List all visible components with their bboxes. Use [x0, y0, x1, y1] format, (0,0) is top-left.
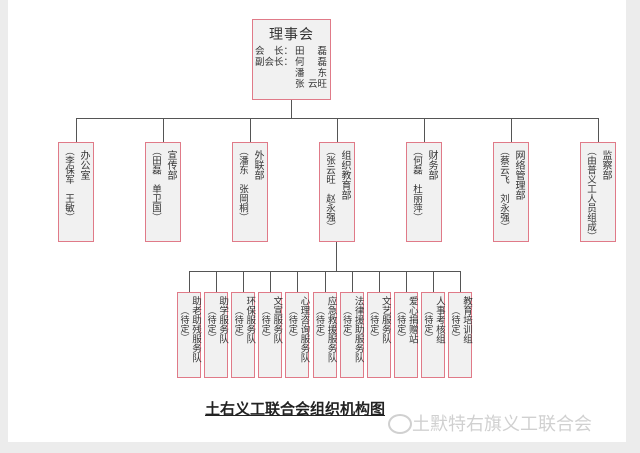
- department-name: 网络管理部: [513, 150, 524, 200]
- team-name: 应急救援服务队: [325, 296, 337, 363]
- connector-line: [270, 271, 272, 292]
- department-name: 组织教育部: [339, 150, 350, 200]
- department-box: 宣传部 （田磊 单卫国）: [145, 142, 181, 242]
- member-role: [255, 68, 295, 79]
- department-box: 办公室 （李保军 王敏）: [58, 142, 94, 242]
- team-people: （待定）: [341, 306, 352, 342]
- team-box: 助老助残服务队 （待定）: [177, 292, 201, 378]
- team-box: 人事考核组 （待定）: [420, 292, 445, 378]
- department-people: （由普义工人员组成）: [585, 146, 596, 241]
- team-people: （待定）: [232, 306, 243, 342]
- team-people: （待定）: [286, 306, 297, 342]
- team-box: 法律援助服务队 （待定）: [339, 292, 364, 378]
- connector-line: [432, 271, 434, 292]
- team-box: 教育培训组 （待定）: [448, 292, 472, 378]
- connector-line: [598, 118, 599, 142]
- team-box: 心理咨询服务队 （待定）: [285, 292, 310, 378]
- team-name: 助老助残服务队: [190, 296, 201, 363]
- chart-caption: 土右义工联合会组织机构图: [205, 400, 386, 418]
- member-role: 会 长：: [255, 46, 294, 57]
- connector-line: [297, 271, 299, 292]
- team-name: 教育培训组: [461, 296, 472, 344]
- connector-line: [163, 118, 164, 142]
- team-people: （待定）: [259, 306, 270, 342]
- department-box: 组织教育部 （张云旺 赵永强）: [319, 142, 355, 242]
- team-box: 助学服务队 （待定）: [204, 292, 229, 378]
- team-box: 环保服务队 （待定）: [231, 292, 256, 378]
- team-name: 助学服务队: [217, 296, 229, 344]
- team-name: 环保服务队: [244, 296, 256, 344]
- department-name: 财务部: [426, 150, 437, 180]
- member-given-name: 东: [317, 68, 327, 79]
- team-people: （待定）: [449, 306, 460, 342]
- department-people: （蔡云飞 刘永强）: [498, 146, 509, 232]
- connector-line: [250, 118, 251, 142]
- council-box: 理事会 会 长： 田磊 副会长： 何磊 潘东 张云旺: [252, 19, 331, 100]
- department-people: （田磊 单卫国）: [150, 146, 161, 222]
- department-box: 网络管理部 （蔡云飞 刘永强）: [493, 142, 529, 242]
- council-member: 张云旺: [253, 79, 330, 90]
- team-box: 应急救援服务队 （待定）: [312, 292, 337, 378]
- department-name: 办公室: [78, 150, 89, 180]
- team-people: （待定）: [314, 306, 324, 342]
- team-name: 爱心捐赠站: [406, 296, 418, 344]
- member-role: [255, 79, 295, 90]
- council-title: 理事会: [269, 27, 314, 43]
- team-box: 文宣服务队 （待定）: [258, 292, 283, 378]
- member-given-name: 云旺: [307, 79, 327, 90]
- member-surname: 张: [295, 79, 305, 90]
- department-name: 监察部: [600, 150, 611, 180]
- team-name: 文艺服务队: [379, 296, 391, 344]
- department-box: 监察部 （由普义工人员组成）: [580, 142, 616, 242]
- watermark: 土默特右旗义工联合会: [412, 414, 592, 435]
- wechat-icon: [388, 414, 412, 434]
- connector-line: [460, 271, 461, 292]
- member-given-name: 磊: [317, 57, 327, 68]
- team-name: 文宣服务队: [271, 296, 283, 344]
- team-box: 爱心捐赠站 （待定）: [393, 292, 418, 378]
- team-people: （待定）: [422, 306, 433, 342]
- council-member: 会 长： 田 磊: [253, 46, 330, 57]
- connector-line: [424, 118, 425, 142]
- connector-line: [216, 271, 218, 292]
- member-given-name: 磊: [317, 46, 327, 57]
- council-member: 潘东: [253, 68, 330, 79]
- department-name: 外联部: [252, 150, 263, 180]
- connector-line: [405, 271, 407, 292]
- connector-line: [511, 118, 512, 142]
- connector-line: [324, 271, 326, 292]
- team-name: 法律援助服务队: [352, 296, 364, 363]
- team-people: （待定）: [368, 306, 379, 342]
- connector-line: [351, 271, 353, 292]
- team-people: （待定）: [178, 306, 189, 342]
- connector-line: [337, 118, 338, 142]
- department-people: （何磊 杜丽萍）: [411, 146, 422, 222]
- connector-line: [76, 118, 77, 142]
- department-box: 外联部 （潘东 张岡桐）: [232, 142, 268, 242]
- connector-line: [378, 271, 380, 292]
- department-people: （潘东 张岡桐）: [237, 146, 248, 222]
- department-box: 财务部 （何磊 杜丽萍）: [406, 142, 442, 242]
- council-member: 副会长： 何 磊: [253, 57, 330, 68]
- member-surname: 何: [295, 57, 305, 68]
- connector-line: [243, 271, 245, 292]
- department-people: （李保军 王敏）: [63, 146, 74, 222]
- department-name: 宣传部: [165, 150, 176, 180]
- team-name: 人事考核组: [433, 296, 445, 344]
- department-people: （张云旺 赵永强）: [324, 146, 335, 232]
- member-role: 副会长：: [255, 57, 294, 68]
- team-people: （待定）: [205, 306, 216, 342]
- team-people: （待定）: [395, 306, 406, 342]
- member-surname: 潘: [295, 68, 305, 79]
- team-box: 文艺服务队 （待定）: [366, 292, 391, 378]
- connector-line: [291, 100, 292, 118]
- council-members: 会 长： 田磊 副会长： 何磊 潘东 张云旺: [253, 46, 330, 90]
- connector-line: [336, 242, 337, 271]
- connector-line: [189, 271, 190, 292]
- member-surname: 田: [295, 46, 305, 57]
- team-name: 心理咨询服务队: [298, 296, 310, 363]
